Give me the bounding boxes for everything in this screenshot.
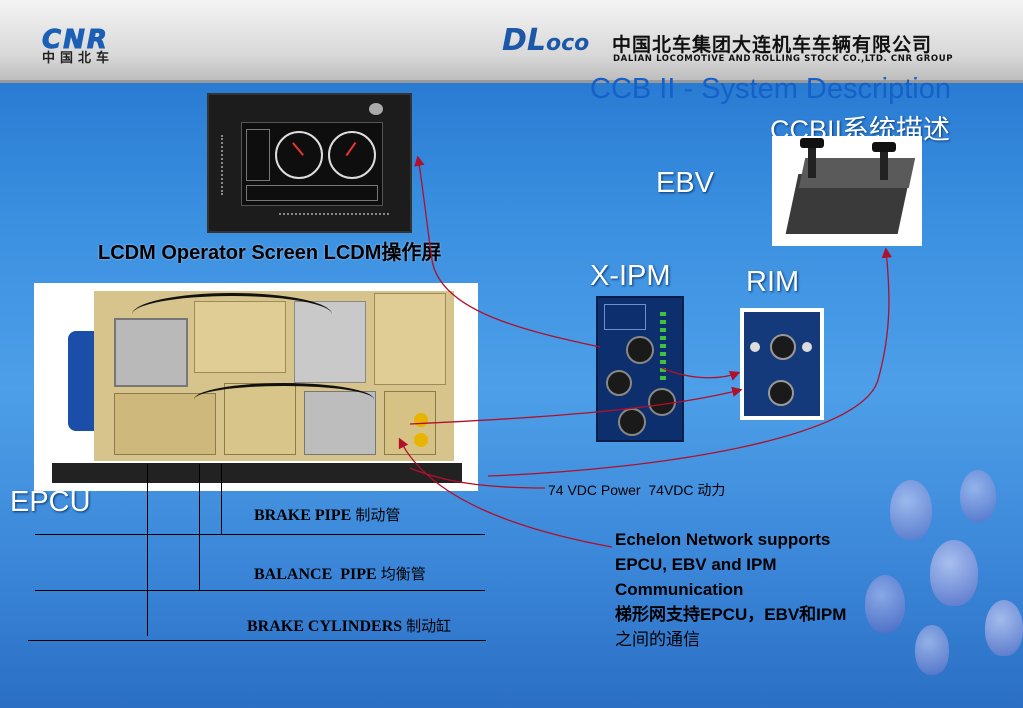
ebv-photo xyxy=(772,136,922,246)
echelon-line-4: 梯形网支持EPCU，EBV和IPM xyxy=(615,605,847,624)
dloco-logo-main: DL xyxy=(502,23,547,58)
echelon-line-5: 之间的通信 xyxy=(615,630,700,649)
brake-pipe-label-cn: 制动管 xyxy=(355,506,401,524)
company-name-cn: 中国北车集团大连机车车辆有限公司 xyxy=(612,34,933,56)
xipm-photo xyxy=(596,296,684,442)
balance-pipe-line xyxy=(35,590,485,591)
rim-photo xyxy=(740,308,824,420)
cnr-logo-cn: 中国北车 xyxy=(42,51,115,66)
epcu-photo xyxy=(34,283,478,491)
pipe-drop-line xyxy=(221,464,222,534)
brake-cylinders-label-cn: 制动缸 xyxy=(406,617,452,635)
lcdm-caption: LCDM Operator Screen LCDM操作屏 xyxy=(98,242,442,264)
balance-pipe-label: BALANCE PIPE 均衡管 xyxy=(254,563,426,584)
slide-title: CCB II - System Description xyxy=(590,73,951,105)
brake-pipe-label: BRAKE PIPE 制动管 xyxy=(254,504,400,525)
ebv-label: EBV xyxy=(656,167,715,199)
brake-cylinders-label-en: BRAKE CYLINDERS xyxy=(247,618,403,635)
epcu-label: EPCU xyxy=(10,486,91,518)
pipe-drop-line xyxy=(199,464,200,590)
cnr-logo: CNR 中国北车 xyxy=(42,25,157,66)
power-label: 74 VDC Power 74VDC 动力 xyxy=(548,482,726,498)
brake-cylinders-label: BRAKE CYLINDERS 制动缸 xyxy=(247,615,451,636)
balance-pipe-label-cn: 均衡管 xyxy=(380,565,426,583)
cnr-logo-text: CNR xyxy=(42,25,109,55)
echelon-line-2: EPCU, EBV and IPM xyxy=(615,555,777,574)
xipm-label: X-IPM xyxy=(590,260,671,292)
lcdm-screen-photo xyxy=(207,93,412,233)
company-name-en: DALIAN LOCOMOTIVE AND ROLLING STOCK CO.,… xyxy=(613,54,954,64)
header-bar: CNR 中国北车 DLoco 中国北车集团大连机车车辆有限公司 DALIAN L… xyxy=(0,0,1023,83)
brake-pipe-label-en: BRAKE PIPE xyxy=(254,507,352,524)
pipe-drop-line xyxy=(147,464,148,636)
dloco-logo: DLoco xyxy=(502,24,612,68)
echelon-line-1: Echelon Network supports xyxy=(615,530,831,549)
echelon-line-3: Communication xyxy=(615,580,744,599)
echelon-description: Echelon Network supports EPCU, EBV and I… xyxy=(615,527,846,652)
arrow-power-to-ebv xyxy=(487,247,892,477)
brake-cylinders-line xyxy=(28,640,486,641)
lcdm-display xyxy=(241,122,383,206)
balance-pipe-label-en: BALANCE PIPE xyxy=(254,566,377,583)
rim-label: RIM xyxy=(746,266,800,298)
dloco-logo-suffix: oco xyxy=(546,31,590,56)
brake-pipe-line xyxy=(35,534,485,535)
